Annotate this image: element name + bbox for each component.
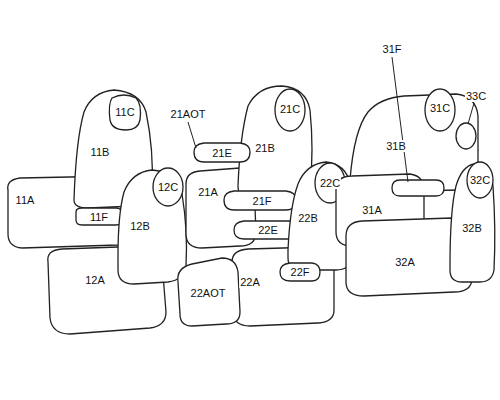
callout-number: 21E bbox=[211, 147, 233, 159]
callout-number: 21A bbox=[197, 186, 219, 198]
headrest bbox=[456, 123, 476, 149]
callout-number: 33C bbox=[465, 90, 487, 102]
callout-number: 32A bbox=[394, 256, 416, 268]
callout-number: 21F bbox=[252, 195, 273, 207]
callout-number: 21C bbox=[279, 103, 301, 115]
callout-number: 12A bbox=[84, 274, 106, 286]
callout-number: 22F bbox=[290, 266, 311, 278]
leader-line bbox=[188, 122, 196, 148]
leader-line bbox=[392, 57, 408, 182]
callout-number: 11C bbox=[114, 106, 135, 118]
callout-number: 31C bbox=[429, 102, 451, 114]
headrest bbox=[109, 95, 140, 130]
callout-number: 12B bbox=[129, 220, 151, 232]
armrest bbox=[224, 191, 296, 210]
headrest bbox=[275, 89, 305, 131]
callout-number: 21B bbox=[254, 142, 276, 154]
callout-number: 31A bbox=[361, 204, 383, 216]
callout-number: 31F bbox=[382, 43, 403, 55]
callout-number: 22A bbox=[239, 276, 261, 288]
callout-number: 21AOT bbox=[170, 108, 207, 120]
ottoman bbox=[178, 258, 240, 326]
seat-back bbox=[118, 170, 187, 284]
callout-number: 11F bbox=[89, 211, 109, 223]
leader-line bbox=[468, 103, 474, 124]
callout-number: 31B bbox=[385, 140, 407, 152]
callout-number: 32B bbox=[461, 222, 483, 234]
armrest bbox=[392, 180, 444, 196]
armrest bbox=[194, 143, 250, 162]
armrest bbox=[280, 263, 320, 281]
callout-number: 11A bbox=[15, 194, 36, 206]
callout-number: 32C bbox=[469, 174, 491, 186]
callout-number: 22AOT bbox=[190, 287, 227, 299]
headrest bbox=[467, 162, 493, 198]
armrest bbox=[76, 208, 122, 225]
headrest bbox=[153, 168, 183, 206]
callout-number: 11B bbox=[90, 146, 111, 158]
callout-number: 12C bbox=[157, 181, 179, 193]
callout-number: 22C bbox=[319, 177, 341, 189]
callout-number: 22B bbox=[297, 212, 319, 224]
headrest bbox=[425, 89, 455, 131]
seat-back bbox=[450, 164, 495, 282]
callout-number: 22E bbox=[257, 224, 279, 236]
